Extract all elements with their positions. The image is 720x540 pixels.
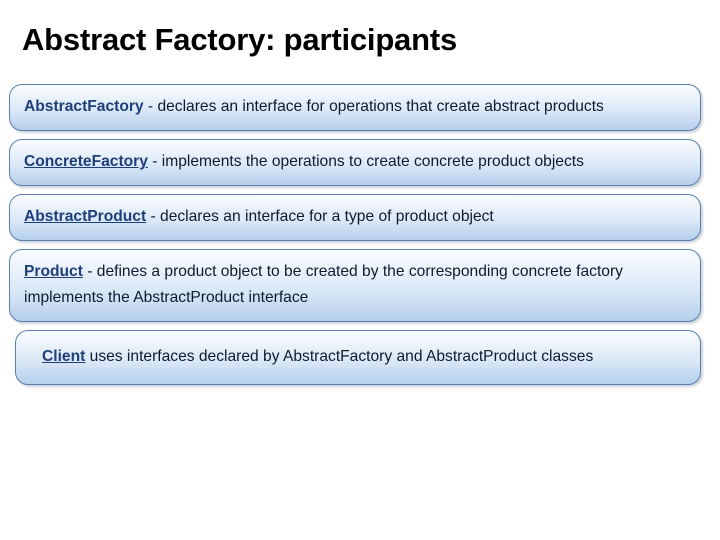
participants-list: AbstractFactory - declares an interface … [0, 84, 720, 393]
participant-box-abstract-product[interactable]: AbstractProduct - declares an interface … [9, 194, 701, 241]
page-title: Abstract Factory: participants [22, 22, 457, 57]
participant-box-concrete-factory[interactable]: ConcreteFactory - implements the operati… [9, 139, 701, 186]
participant-description: - declares an interface for operations t… [143, 98, 604, 115]
participant-box-product[interactable]: Product - defines a product object to be… [9, 249, 701, 322]
participant-box-abstract-factory[interactable]: AbstractFactory - declares an interface … [9, 84, 701, 131]
participant-text: AbstractFactory - declares an interface … [24, 94, 686, 120]
participant-text: Product - defines a product object to be… [24, 259, 686, 311]
participant-text: ConcreteFactory - implements the operati… [24, 149, 686, 175]
participant-term: Client [42, 348, 86, 365]
participant-description: - defines a product object to be created… [24, 263, 623, 306]
participant-term: AbstractFactory [24, 98, 144, 115]
participant-box-client[interactable]: Client uses interfaces declared by Abstr… [15, 330, 701, 385]
participant-term: Product [24, 263, 83, 280]
participant-text: AbstractProduct - declares an interface … [24, 204, 686, 230]
participant-description: - declares an interface for a type of pr… [146, 208, 494, 225]
participant-term: ConcreteFactory [24, 153, 148, 170]
participant-description: uses interfaces declared by AbstractFact… [85, 348, 594, 365]
participant-term: AbstractProduct [24, 208, 147, 225]
participant-description: - implements the operations to create co… [147, 153, 584, 170]
participant-text: Client uses interfaces declared by Abstr… [30, 344, 686, 370]
